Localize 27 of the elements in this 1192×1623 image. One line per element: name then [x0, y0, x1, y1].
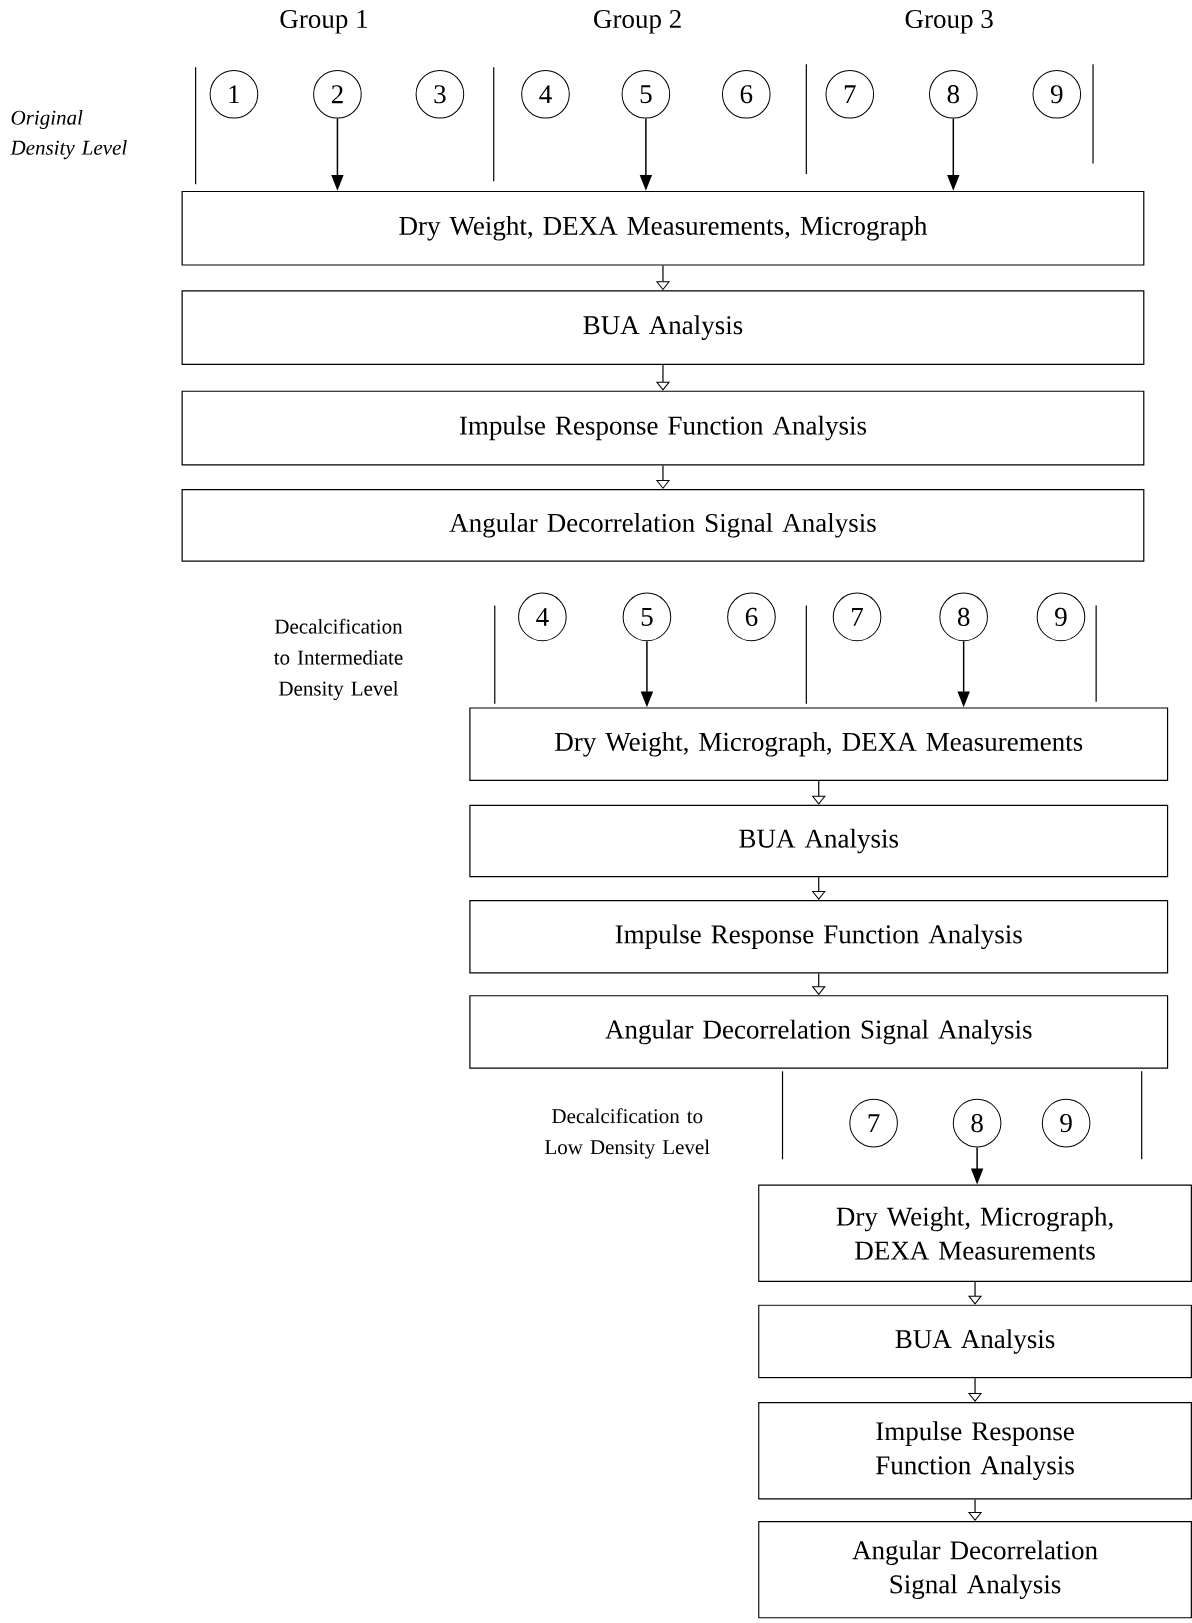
process-box: Impulse Response Function Analysis [181, 390, 1145, 466]
text-label: Decalcification to Low Density Level [544, 1108, 710, 1159]
process-box: Dry Weight, Micrograph, DEXA Measurements [469, 707, 1168, 782]
text-label: Group 3 [905, 9, 993, 34]
process-box: Impulse Response Function Analysis [757, 1401, 1192, 1500]
hollow-arrow [811, 972, 826, 995]
process-box: BUA Analysis [469, 804, 1168, 878]
process-box: Impulse Response Function Analysis [469, 899, 1168, 974]
hollow-arrow [656, 364, 670, 391]
text-label: Group 1 [280, 9, 367, 34]
text-label: Decalcification to Intermediate Density Level [273, 618, 403, 701]
hollow-arrow [656, 265, 670, 290]
hollow-arrow [968, 1498, 982, 1521]
hollow-arrow [811, 876, 826, 900]
process-box: Angular Decorrelation Signal Analysis [757, 1521, 1192, 1619]
process-box: Angular Decorrelation Signal Analysis [469, 995, 1168, 1069]
hollow-arrow [656, 464, 670, 489]
hollow-arrow [968, 1281, 982, 1305]
hollow-arrow [968, 1377, 982, 1402]
process-box: Dry Weight, DEXA Measurements, Micrograph [181, 190, 1145, 266]
hollow-arrow [811, 780, 826, 805]
text-label: Original Density Level [10, 110, 127, 160]
process-box: BUA Analysis [181, 290, 1145, 365]
process-box: Dry Weight, Micrograph, DEXA Measurements [757, 1184, 1192, 1282]
process-box: BUA Analysis [757, 1304, 1192, 1379]
text-label: Group 2 [593, 9, 681, 34]
process-box: Angular Decorrelation Signal Analysis [181, 489, 1145, 562]
